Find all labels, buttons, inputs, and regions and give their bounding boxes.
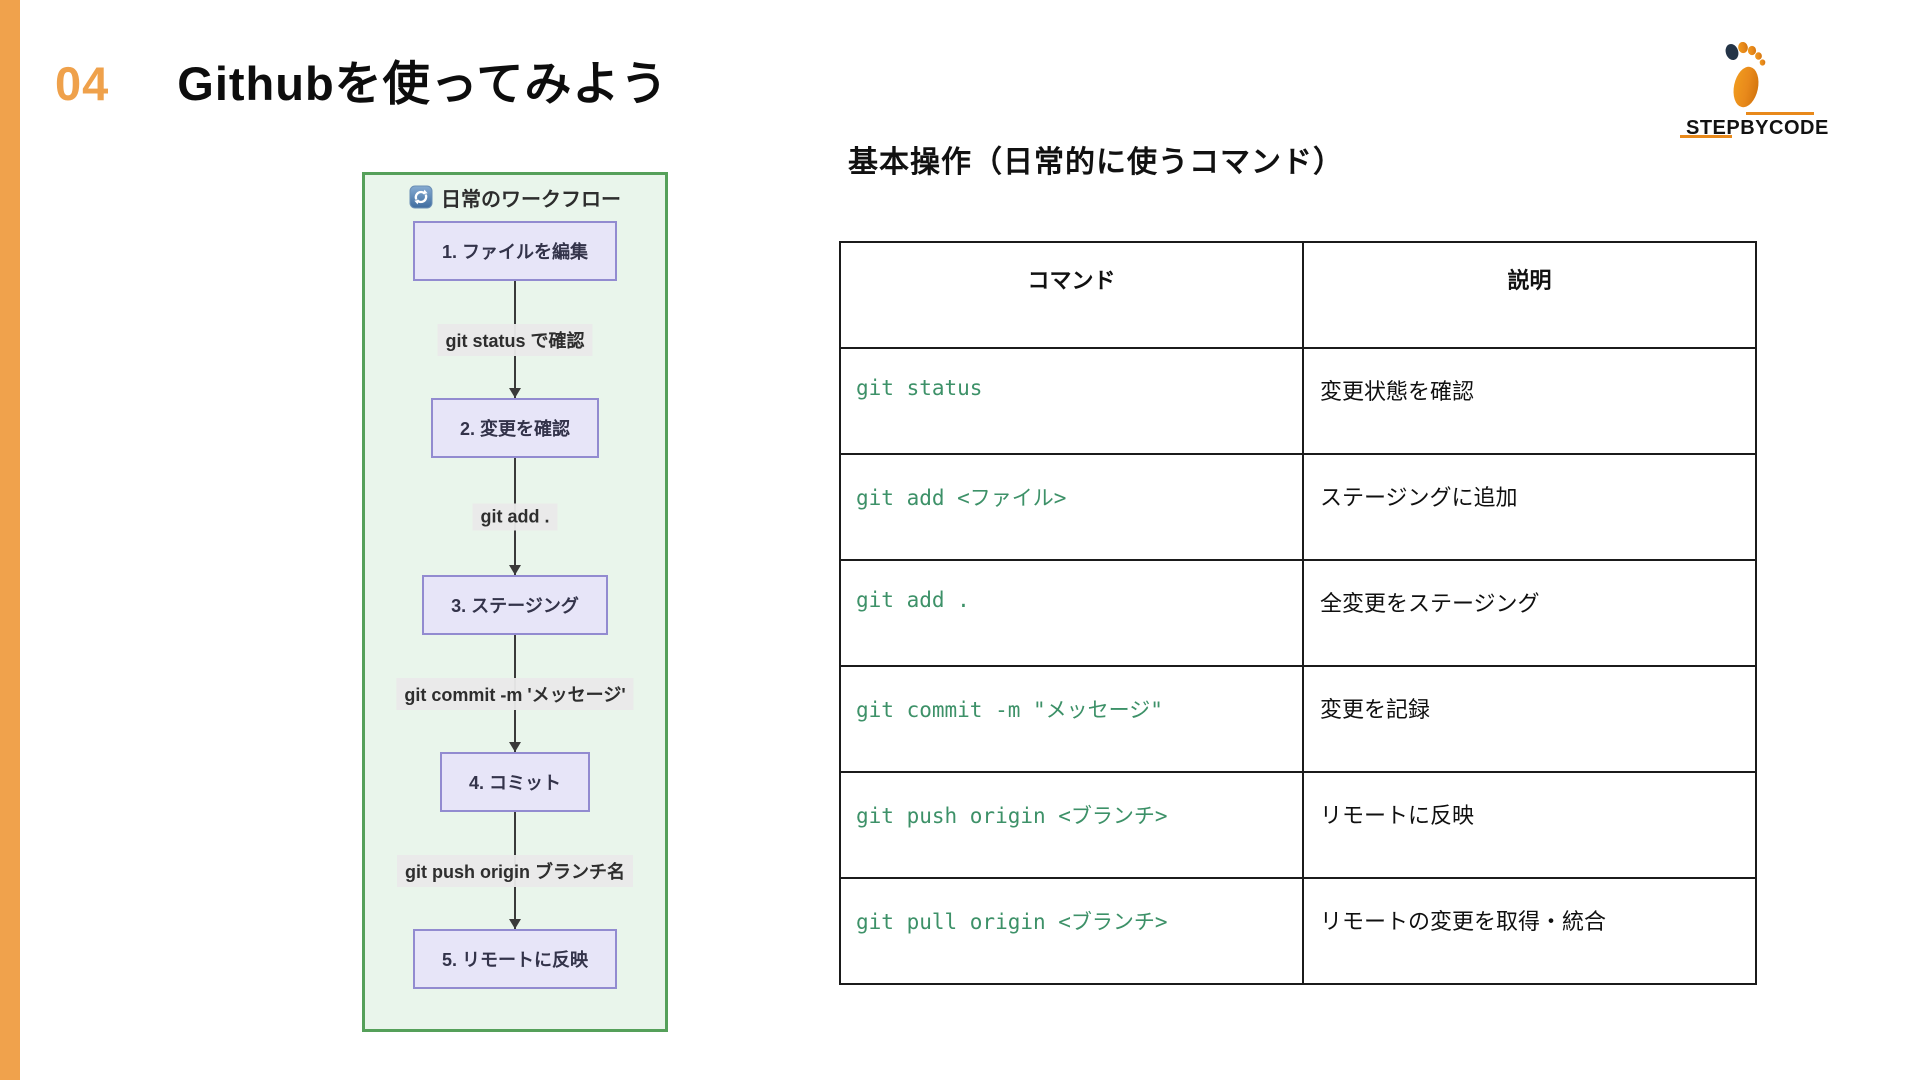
description-cell: ステージングに追加	[1302, 453, 1757, 561]
column-header-command: コマンド	[839, 241, 1304, 349]
arrow-head-icon	[509, 388, 521, 398]
description-cell: リモートに反映	[1302, 771, 1757, 879]
command-cell: git add .	[839, 559, 1304, 667]
logo-brand-text: STEPBYCODE	[1686, 117, 1829, 139]
flowchart-title: 日常のワークフロー	[441, 188, 621, 211]
column-header-description: 説明	[1302, 241, 1757, 349]
arrow-head-icon	[509, 919, 521, 929]
flow-edge-label: git status で確認	[437, 323, 593, 356]
page-header: 04 Githubを使ってみよう	[55, 45, 668, 114]
command-cell: git commit -m "メッセージ"	[839, 665, 1304, 773]
flow-step-box: 3. ステージング	[422, 575, 608, 635]
logo-top-rule	[1746, 112, 1814, 115]
flow-arrow: git status で確認	[365, 281, 665, 398]
flow-edge-label: git push origin ブランチ名	[397, 854, 633, 887]
flow-arrow: git commit -m 'メッセージ'	[365, 635, 665, 752]
table-row: git pull origin <ブランチ>リモートの変更を取得・統合	[839, 877, 1757, 985]
commands-heading: 基本操作（日常的に使うコマンド）	[848, 146, 1344, 179]
flow-step-box: 2. 変更を確認	[430, 398, 599, 458]
table-header-row: コマンド 説明	[839, 241, 1757, 349]
flow-arrow: git add .	[365, 458, 665, 575]
flow-edge-label: git add .	[472, 503, 558, 530]
description-cell: 変更状態を確認	[1302, 347, 1757, 455]
table-row: git push origin <ブランチ>リモートに反映	[839, 771, 1757, 879]
arrow-head-icon	[509, 742, 521, 752]
left-accent-bar	[0, 0, 20, 1080]
flowchart-panel: 日常のワークフロー 1. ファイルを編集 git status で確認 2. 変更を…	[362, 172, 668, 1032]
flow-step-box: 5. リモートに反映	[412, 929, 617, 989]
description-cell: 全変更をステージング	[1302, 559, 1757, 667]
description-cell: 変更を記録	[1302, 665, 1757, 773]
logo-bottom-rule	[1680, 135, 1732, 138]
description-cell: リモートの変更を取得・統合	[1302, 877, 1757, 985]
arrow-head-icon	[509, 565, 521, 575]
page-number: 04	[55, 57, 110, 110]
command-cell: git add <ファイル>	[839, 453, 1304, 561]
cycle-icon	[409, 185, 433, 209]
table-row: git add <ファイル>ステージングに追加	[839, 453, 1757, 561]
command-cell: git status	[839, 347, 1304, 455]
page-title: Githubを使ってみよう	[177, 57, 669, 110]
flow-step-box: 1. ファイルを編集	[412, 221, 617, 281]
table-row: git commit -m "メッセージ"変更を記録	[839, 665, 1757, 773]
flow-step-box: 4. コミット	[439, 752, 590, 812]
flow-arrow: git push origin ブランチ名	[365, 812, 665, 929]
command-cell: git push origin <ブランチ>	[839, 771, 1304, 879]
flow-edge-label: git commit -m 'メッセージ'	[396, 677, 634, 710]
flowchart-header: 日常のワークフロー	[409, 182, 621, 212]
footprint-icon	[1725, 42, 1766, 108]
stepbycode-logo: STEPBYCODE	[1680, 38, 1840, 148]
command-cell: git pull origin <ブランチ>	[839, 877, 1304, 985]
table-row: git add .全変更をステージング	[839, 559, 1757, 667]
